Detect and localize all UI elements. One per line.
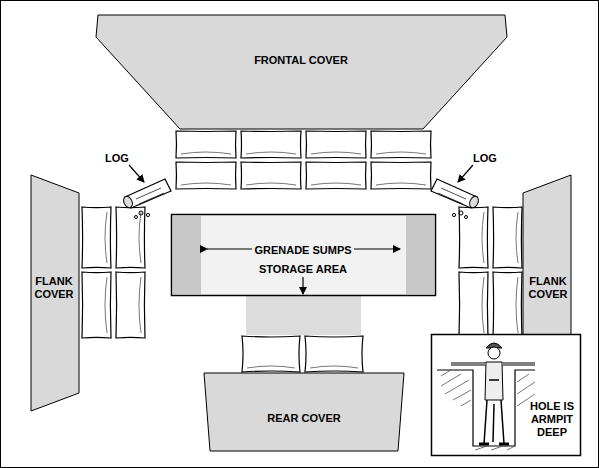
node-outline	[96, 15, 507, 129]
text-wrap: STORAGE AREA	[233, 259, 373, 277]
cover-area: FRONTAL COVER	[96, 15, 507, 129]
text-wrap: HOLE IS ARMPIT DEEP	[525, 400, 579, 440]
text-wrap: GRENADE SUMPS	[233, 240, 373, 258]
log	[431, 179, 480, 219]
area-label: REAR COVER	[265, 412, 342, 425]
text-wrap: LOG	[445, 148, 525, 166]
fighting-hole: GRENADE SUMPS STORAGE AREA	[171, 214, 436, 296]
inset-box: HOLE IS ARMPIT DEEP	[431, 334, 581, 456]
storage-channel	[246, 295, 361, 335]
area-label: FRONTAL COVER	[252, 54, 350, 67]
text-wrap: LOG	[77, 148, 157, 166]
area-label: FLANK COVER	[30, 275, 78, 301]
cover-area: FLANK COVER	[29, 173, 81, 413]
text-wrap: REAR COVER	[224, 408, 384, 426]
part-label: LOG	[471, 152, 499, 165]
text-wrap: FLANK COVER	[30, 275, 78, 302]
area-label: HOLE IS ARMPIT DEEP	[525, 400, 579, 439]
leader-line	[129, 165, 144, 182]
cover-area: REAR COVER	[204, 373, 404, 453]
area-label: STORAGE AREA	[257, 263, 349, 276]
area-label: FLANK COVER	[524, 275, 572, 301]
log	[122, 179, 171, 219]
area-label: GRENADE SUMPS	[252, 244, 353, 257]
text-wrap: FLANK COVER	[524, 275, 572, 302]
part-label: LOG	[103, 152, 131, 165]
text-wrap: FRONTAL COVER	[191, 50, 411, 68]
leader-line	[458, 165, 473, 182]
